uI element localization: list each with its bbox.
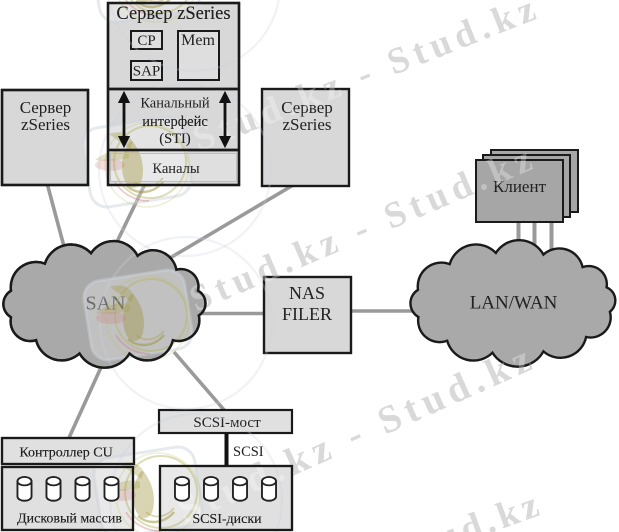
svg-text:SCSI-мост: SCSI-мост [193,415,261,431]
svg-text:LAN/WAN: LAN/WAN [470,293,558,314]
svg-text:Сервер: Сервер [20,98,72,117]
svg-text:Mem: Mem [181,32,215,49]
svg-text:zSeries: zSeries [21,115,70,134]
svg-text:Каналы: Каналы [152,161,199,177]
svg-text:CP: CP [137,33,155,49]
svg-text:FILER: FILER [282,304,332,324]
svg-text:Канальный: Канальный [140,96,210,112]
svg-text:интерфейс: интерфейс [142,114,208,130]
svg-text:Сервер zSeries: Сервер zSeries [116,4,230,24]
svg-text:Контроллер CU: Контроллер CU [19,446,112,461]
svg-text:Дисковый массив: Дисковый массив [17,512,122,527]
svg-text:(STI): (STI) [159,131,191,147]
svg-text:Контроллер CU: Контроллер CU [19,446,112,461]
svg-text:SCSI-диски: SCSI-диски [192,512,262,527]
svg-text:SAP: SAP [133,64,161,80]
svg-text:NAS: NAS [289,283,325,303]
svg-text:Дисковый массив: Дисковый массив [17,512,122,527]
